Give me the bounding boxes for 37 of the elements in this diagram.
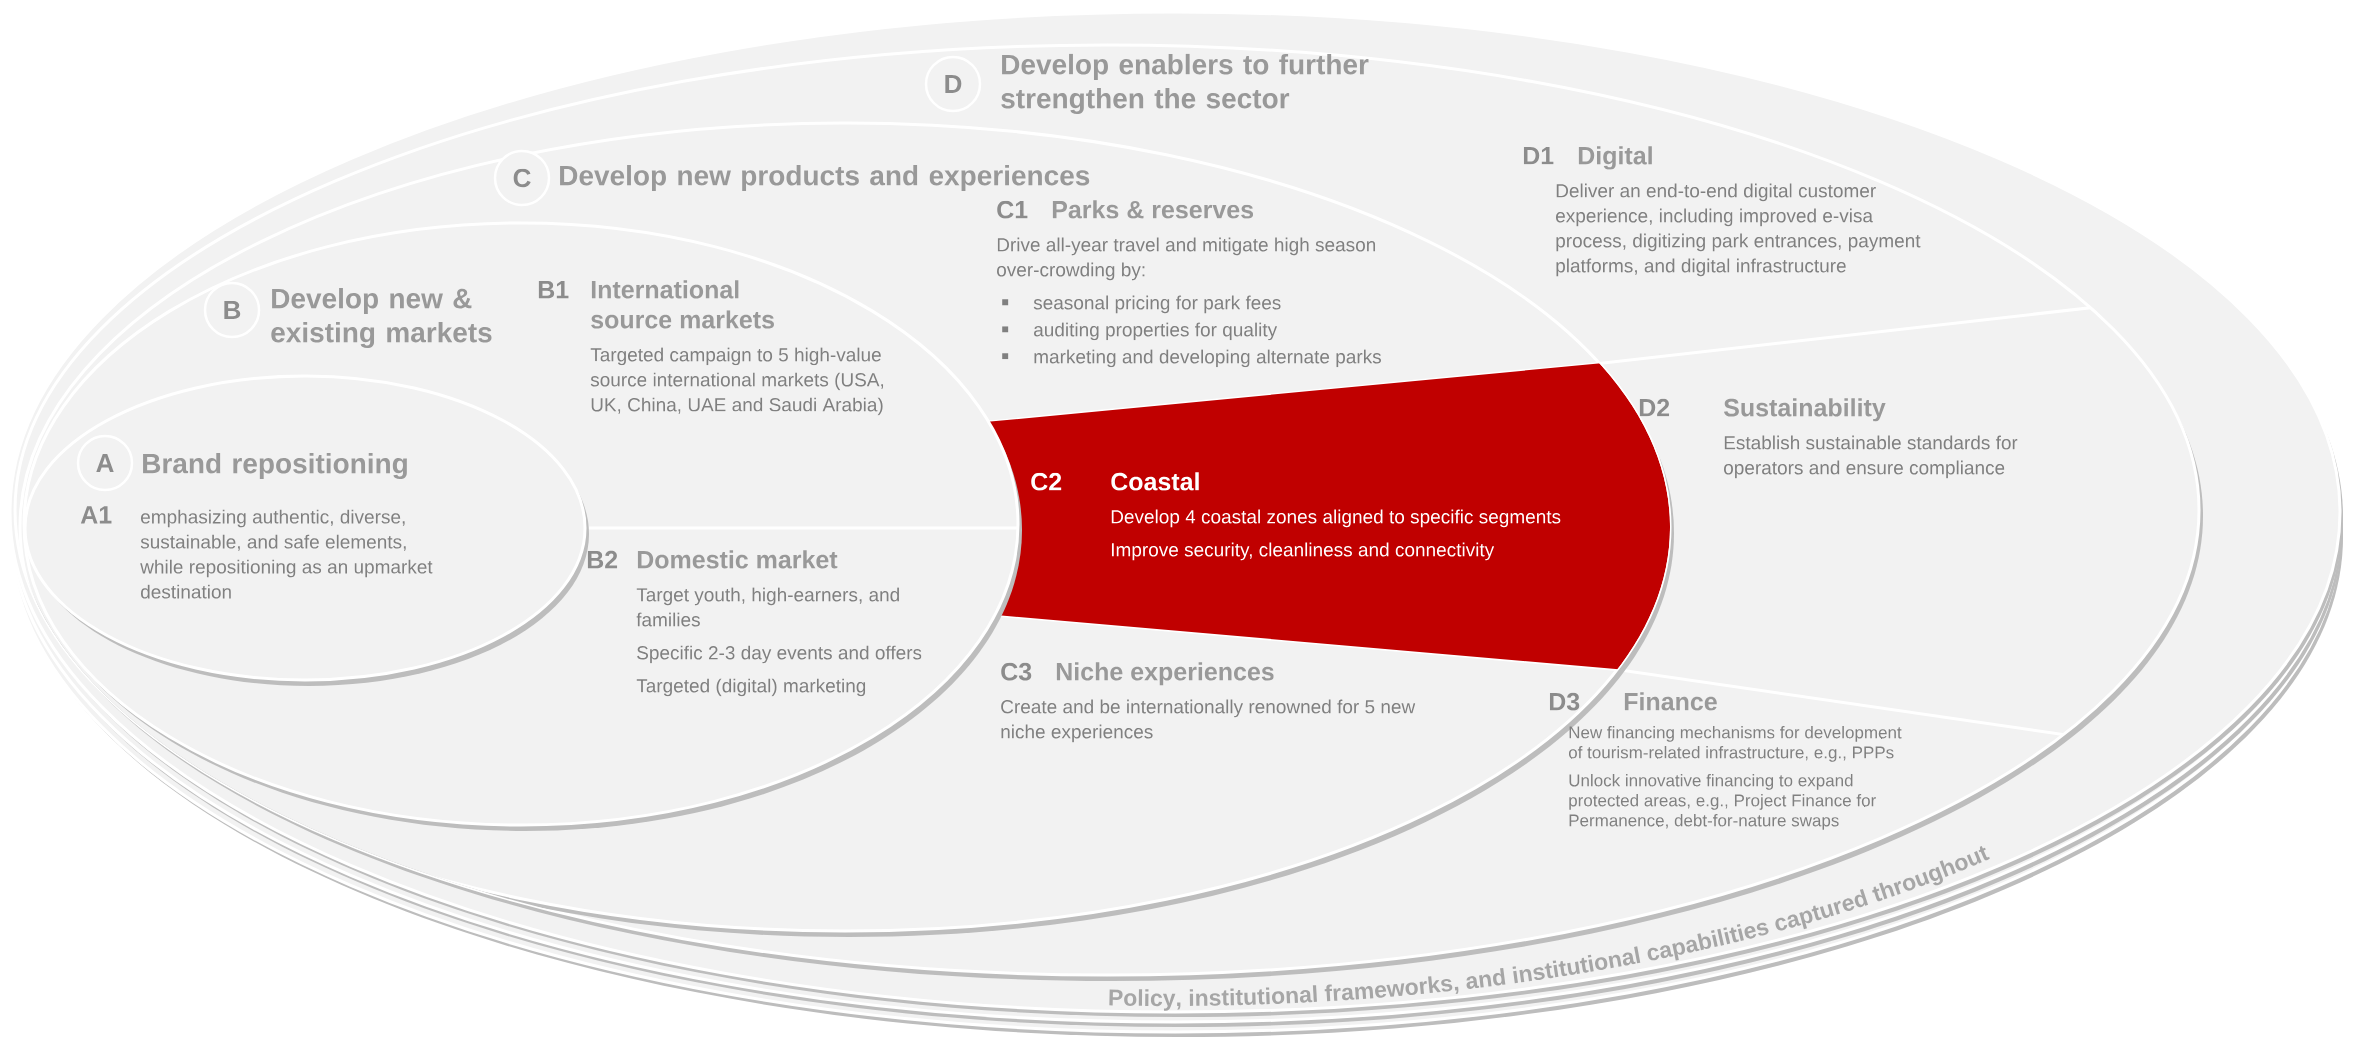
section-number: D2 — [1639, 398, 1670, 417]
section-number: B1 — [538, 281, 569, 299]
section-title: Coastal — [1111, 472, 1199, 491]
description: Create and be internationally renowned for 5 new niche experiences — [1001, 699, 1416, 743]
letter-badge: B — [203, 281, 261, 339]
description: Targeted (digital) marketing — [636, 678, 866, 697]
section-title: Niche experiences — [1056, 662, 1274, 686]
bullet-item: auditing properties for quality — [1034, 322, 1278, 341]
description: New financing mechanisms for development of tourism-related infrastructure, e.g., PPPs — [1568, 726, 1902, 762]
section-number: B2 — [587, 550, 618, 569]
description: Develop 4 coastal zones aligned to specific segments — [1111, 509, 1561, 528]
section-title: Digital — [1578, 146, 1652, 170]
section-number: D1 — [1523, 147, 1554, 165]
section-title: Develop new products and experiences — [560, 164, 1090, 192]
section-title: Domestic market — [637, 550, 838, 569]
description: Deliver an end-to-end digital customer experience, including improved e-visa process, digitizing park entrances, payment platforms, and digital infrastructure — [1556, 183, 1921, 277]
section-number: C3 — [1001, 662, 1032, 681]
section-number: C1 — [997, 200, 1028, 219]
description: Target youth, high-earners, and families — [636, 587, 899, 627]
letter-badge: D — [924, 55, 982, 113]
bullet-item: marketing and developing alternate parks — [1034, 349, 1381, 368]
description: Targeted campaign to 5 high-value source international markets (USA, UK, China, UAE and Saudi Arabia) — [590, 347, 884, 416]
section-title: Parks & reserves — [1052, 200, 1254, 219]
section-title: Finance — [1624, 692, 1717, 711]
description: Specific 2-3 day events and offers — [637, 645, 922, 664]
section-number: C2 — [1031, 472, 1062, 491]
description: Drive all-year travel and mitigate high season over-crowding by: — [997, 237, 1376, 281]
bullet-item: seasonal pricing for park fees — [1033, 295, 1281, 314]
section-title: International source markets — [591, 280, 774, 329]
description: Establish sustainable standards for operators and ensure compliance — [1724, 435, 2018, 479]
section-title: Develop new & existing markets — [271, 287, 492, 349]
description: Improve security, cleanliness and connectivity — [1111, 542, 1495, 561]
section-title: Develop enablers to further strengthen the sector — [1001, 53, 1369, 115]
section-number: D3 — [1549, 692, 1580, 711]
letter-badge: C — [493, 149, 551, 207]
section-title: Sustainability — [1723, 398, 1886, 422]
description: Unlock innovative financing to expand protected areas, e.g., Project Finance for Permanence, debt-for-nature swaps — [1569, 774, 1876, 830]
